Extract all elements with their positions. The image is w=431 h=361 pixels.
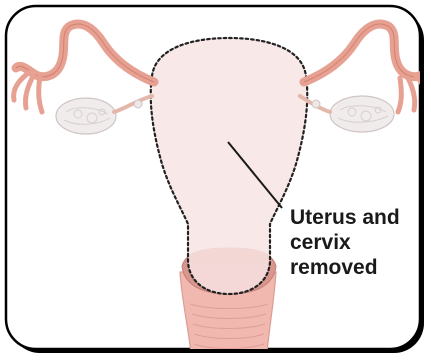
label-line-2: cervix xyxy=(290,230,430,255)
label-line-3: removed xyxy=(290,255,430,280)
left-ovary xyxy=(56,98,116,134)
illustration-frame: Uterus and cervix removed xyxy=(4,4,425,355)
label-line-1: Uterus and xyxy=(290,205,430,230)
hysterectomy-diagram xyxy=(4,4,427,357)
removed-organs-label: Uterus and cervix removed xyxy=(290,205,430,280)
right-ovary xyxy=(330,96,394,132)
